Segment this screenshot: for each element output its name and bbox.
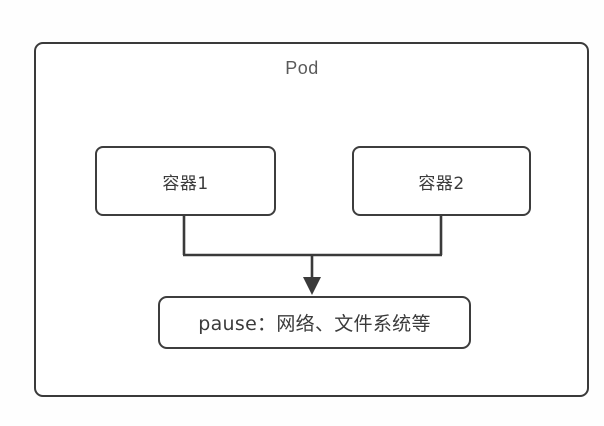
pod-title-label: Pod: [285, 58, 319, 78]
container-box-2[interactable]: 容器2: [352, 146, 531, 216]
container-box-2-label: 容器2: [418, 173, 465, 194]
container-box-1-label: 容器1: [162, 173, 209, 194]
pause-box-label: pause：网络、文件系统等: [198, 313, 431, 335]
pause-box[interactable]: pause：网络、文件系统等: [158, 296, 471, 349]
container-box-1[interactable]: 容器1: [95, 146, 276, 216]
